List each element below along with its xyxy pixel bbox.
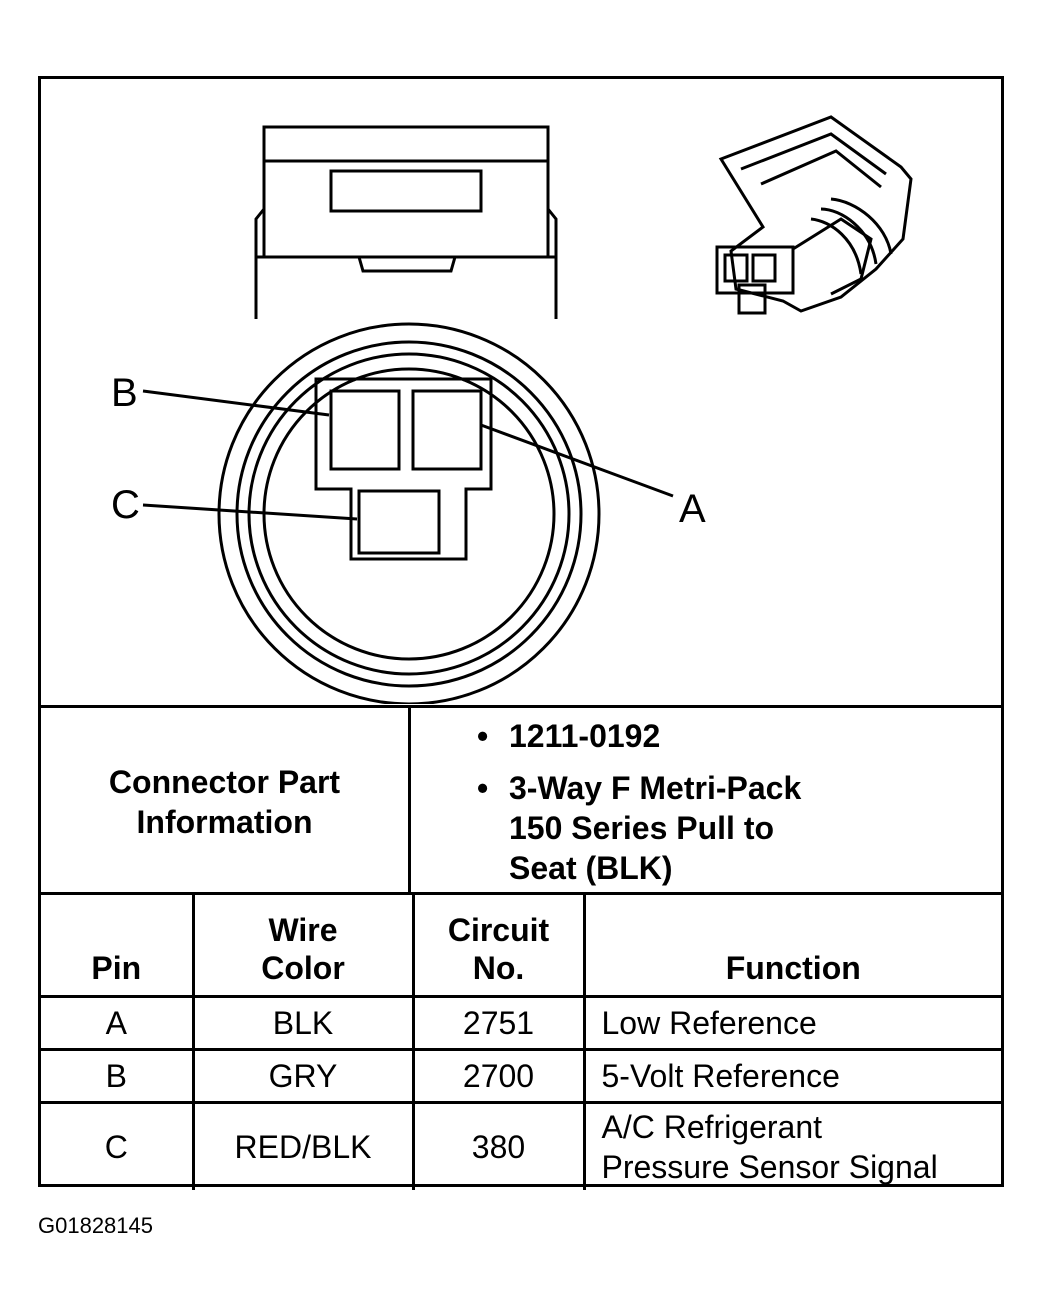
- connector-description: 3-Way F Metri-Pack 150 Series Pull to Se…: [413, 768, 1001, 888]
- wire-color-cell: GRY: [191, 1048, 415, 1104]
- table-header-row: Pin Wire Color Circuit No. Function: [41, 892, 1001, 998]
- pin-table: Pin Wire Color Circuit No. Function A BL…: [41, 892, 1001, 1190]
- header-circuit-no: Circuit No.: [411, 892, 586, 998]
- terminal-b: [329, 389, 401, 471]
- connector-housing-top: [262, 125, 550, 259]
- diagram-frame: B C A Connector Part Information 1211-01…: [38, 76, 1004, 1190]
- connector-info-label: Connector Part Information: [41, 708, 411, 895]
- header-pin: Pin: [41, 892, 195, 998]
- pin-cell: B: [41, 1048, 195, 1104]
- callout-a: A: [679, 487, 706, 531]
- connector-latch-window: [329, 169, 483, 213]
- connector-part-info: Connector Part Information 1211-0192 3-W…: [41, 705, 1001, 895]
- wire-color-cell: BLK: [191, 995, 415, 1051]
- callout-c: C: [111, 483, 140, 527]
- connector-part-number: 1211-0192: [413, 716, 1001, 756]
- callout-b: B: [111, 371, 138, 415]
- wire-color-cell: RED/BLK: [191, 1101, 415, 1190]
- leader-line-a: [480, 423, 674, 498]
- terminal-c: [357, 489, 441, 555]
- function-cell: 5-Volt Reference: [582, 1048, 1001, 1104]
- middle-seal-ring: [235, 340, 583, 688]
- leader-line-b: [142, 389, 330, 417]
- terminal-cavity: [314, 377, 493, 561]
- connector-3d-illustration: [715, 115, 913, 315]
- circuit-cell: 380: [411, 1101, 586, 1190]
- connector-diagram: B C A: [41, 79, 1001, 704]
- figure-id: G01828145: [38, 1213, 153, 1238]
- connector-info-list: 1211-0192 3-Way F Metri-Pack 150 Series …: [413, 708, 1001, 903]
- table-row: C RED/BLK 380 A/C Refrigerant Pressure S…: [41, 1101, 1001, 1190]
- leader-line-c: [142, 503, 358, 521]
- connector-face-drawing: [142, 115, 913, 704]
- table-row: A BLK 2751 Low Reference: [41, 995, 1001, 1051]
- table-row: B GRY 2700 5-Volt Reference: [41, 1048, 1001, 1104]
- header-function: Function: [582, 892, 1001, 998]
- pin-cell: C: [41, 1101, 195, 1190]
- function-cell: A/C Refrigerant Pressure Sensor Signal: [582, 1101, 1001, 1190]
- circuit-cell: 2751: [411, 995, 586, 1051]
- function-cell: Low Reference: [582, 995, 1001, 1051]
- circuit-cell: 2700: [411, 1048, 586, 1104]
- terminal-a: [411, 389, 483, 471]
- header-wire-color: Wire Color: [191, 892, 415, 998]
- pin-cell: A: [41, 995, 195, 1051]
- outer-seal-ring: [217, 322, 601, 704]
